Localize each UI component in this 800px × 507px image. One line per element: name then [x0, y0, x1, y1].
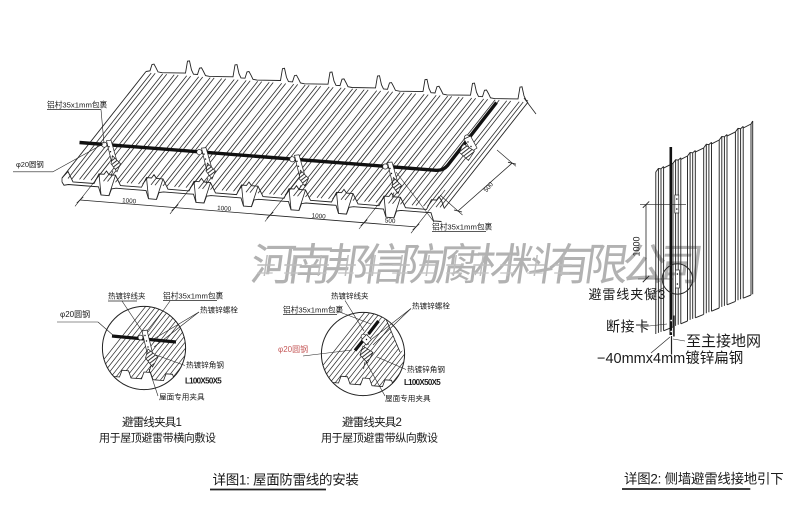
svg-text:避雷线夹具2: 避雷线夹具2 — [342, 415, 401, 429]
svg-text:详图2: 侧墙避雷线接地引下: 详图2: 侧墙避雷线接地引下 — [624, 471, 783, 487]
svg-text:详图1: 屋面防雷线的安装: 详图1: 屋面防雷线的安装 — [213, 473, 359, 488]
svg-text:热镀锌角钢: 热镀锌角钢 — [407, 364, 445, 374]
svg-text:至主接地网: 至主接地网 — [686, 333, 761, 350]
svg-text:1000: 1000 — [122, 197, 137, 205]
svg-text:−40mmx4mm镀锌扁钢: −40mmx4mm镀锌扁钢 — [597, 350, 743, 367]
svg-text:L100X50X5: L100X50X5 — [404, 378, 441, 387]
svg-text:φ20圆钢: φ20圆钢 — [16, 160, 44, 169]
svg-text:L100X50X5: L100X50X5 — [185, 377, 222, 386]
svg-text:避雷线夹儗3: 避雷线夹儗3 — [589, 287, 667, 302]
svg-text:铝村35x1mm包裹: 铝村35x1mm包裹 — [163, 291, 224, 301]
svg-text:热镀锌线夹: 热镀锌线夹 — [108, 291, 146, 301]
svg-text:用于屋顶避雷带纵向敷设: 用于屋顶避雷带纵向敷设 — [321, 431, 438, 445]
svg-text:屋面专用夹具: 屋面专用夹具 — [385, 393, 431, 403]
svg-text:热镀锌角钢: 热镀锌角钢 — [186, 360, 224, 370]
svg-text:避雷线夹具1: 避雷线夹具1 — [122, 415, 181, 429]
svg-text:断接卡: 断接卡 — [606, 319, 650, 335]
svg-text:铝村35x1mm包裹: 铝村35x1mm包裹 — [47, 100, 108, 110]
svg-text:φ20圆钢: φ20圆钢 — [278, 344, 308, 354]
svg-text:用于屋顶避雷带横向敷设: 用于屋顶避雷带横向敷设 — [99, 431, 216, 445]
svg-text:1000: 1000 — [217, 205, 232, 213]
svg-text:500: 500 — [385, 217, 397, 225]
svg-text:1000: 1000 — [631, 236, 641, 256]
svg-text:铝村35x1mm包裹: 铝村35x1mm包裹 — [283, 305, 344, 315]
svg-text:屋面专用夹具: 屋面专用夹具 — [159, 392, 205, 402]
svg-text:热镀锌螺栓: 热镀锌螺栓 — [412, 301, 450, 311]
svg-text:热镀锌线夹: 热镀锌线夹 — [331, 291, 369, 301]
svg-text:热镀锌螺栓: 热镀锌螺栓 — [200, 305, 238, 315]
svg-text:1000: 1000 — [311, 212, 326, 220]
svg-text:铝村35x1mm包裹: 铝村35x1mm包裹 — [432, 222, 493, 232]
svg-text:φ20圆钢: φ20圆钢 — [60, 309, 90, 319]
